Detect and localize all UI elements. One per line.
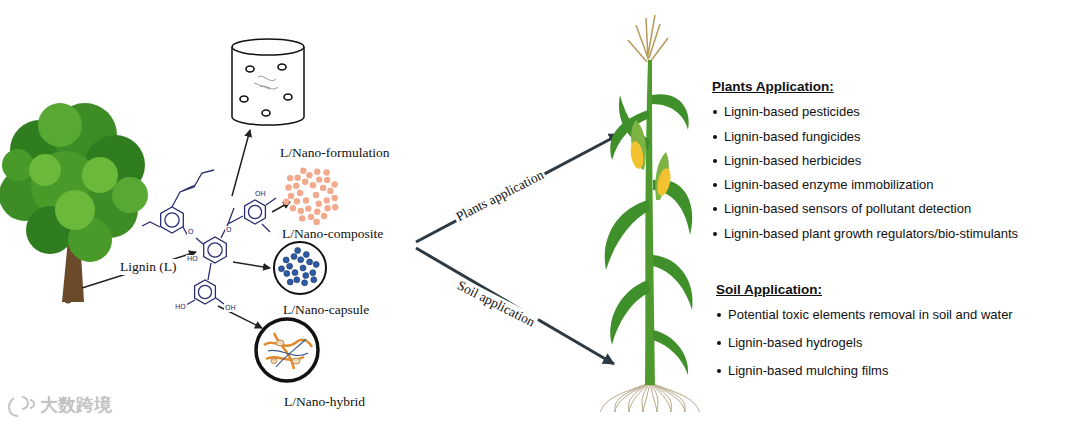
bullet-dot: [713, 110, 717, 114]
list-item: Lignin-based hydrogels: [728, 335, 862, 350]
lignin-structure: [142, 170, 276, 305]
icon-shape: [273, 241, 327, 295]
nano-icon: L/Nano-composite: [284, 165, 342, 225]
icon-shape: [284, 165, 342, 225]
bullet-dot: [713, 207, 717, 211]
list-item: Lignin-based pesticides: [724, 104, 860, 119]
atom-label: OH: [254, 190, 267, 198]
atom-label: HO: [174, 303, 187, 311]
list-item: Lignin-based herbicides: [724, 153, 861, 168]
atom-label: OH: [224, 304, 237, 312]
list-heading: Plants Application:: [712, 79, 834, 94]
list-item: Lignin-based fungicides: [724, 129, 861, 144]
nano-icon: L/Nano-hybrid: [254, 317, 320, 383]
list-item: Lignin-based enzyme immobilization: [724, 177, 934, 192]
atom-label: O: [187, 228, 195, 236]
corn-plant: [601, 15, 700, 412]
atom-label: O: [225, 226, 233, 234]
icon-caption: L/Nano-capsule: [283, 302, 369, 318]
watermark: 大数跨境: [40, 393, 112, 417]
arrow-label: Soil application: [453, 277, 540, 332]
icon-shape: [230, 37, 306, 129]
atom-label: HO: [186, 255, 199, 263]
list-item: Lignin-based mulching films: [728, 363, 888, 378]
icon-caption: L/Nano-hybrid: [284, 394, 365, 410]
bullet-dot: [713, 159, 717, 163]
nano-icon: L/Nano-formulation: [230, 37, 306, 129]
nano-icon: L/Nano-capsule: [273, 241, 327, 295]
icon-caption: L/Nano-composite: [282, 226, 383, 242]
bullet-dot: [717, 369, 721, 373]
watermark-logo: [9, 397, 34, 416]
bullet-dot: [713, 232, 717, 236]
arrow-label: Lignin (L): [118, 259, 179, 275]
list-item: Lignin-based plant growth regulators/bio…: [724, 226, 1018, 241]
bullet-dot: [717, 341, 721, 345]
arrow-label: Plants application: [452, 166, 549, 226]
list-item: Lignin-based sensors of pollutant detect…: [724, 201, 971, 216]
list-heading: Soil Application:: [716, 282, 822, 297]
bullet-dot: [713, 183, 717, 187]
icon-caption: L/Nano-formulation: [280, 145, 389, 161]
list-item: Potential toxic elements removal in soil…: [728, 307, 1013, 322]
bullet-dot: [713, 135, 717, 139]
icon-shape: [254, 317, 320, 383]
bullet-dot: [717, 313, 721, 317]
